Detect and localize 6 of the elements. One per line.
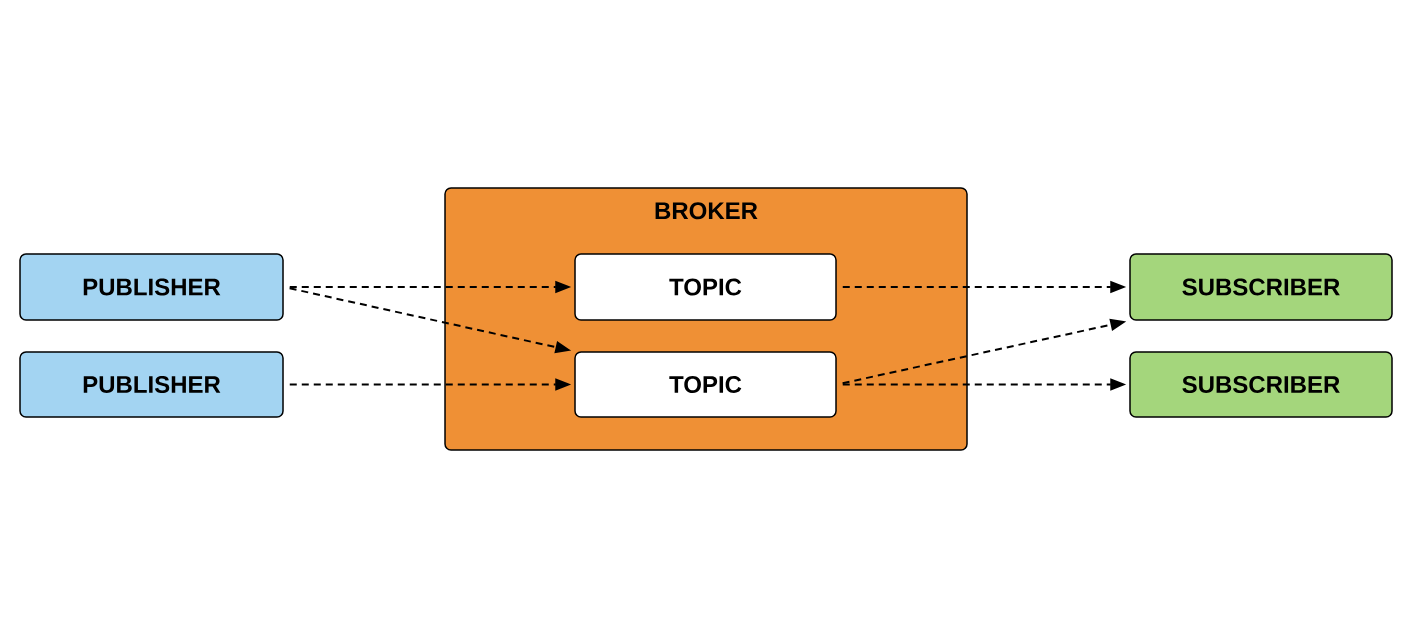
topic-box: TOPIC bbox=[574, 351, 837, 418]
topic-box: TOPIC bbox=[574, 253, 837, 321]
subscriber-box: SUBSCRIBER bbox=[1129, 253, 1393, 321]
publisher-box: PUBLISHER bbox=[19, 351, 284, 418]
publisher-box: PUBLISHER bbox=[19, 253, 284, 321]
subscriber-box: SUBSCRIBER bbox=[1129, 351, 1393, 418]
